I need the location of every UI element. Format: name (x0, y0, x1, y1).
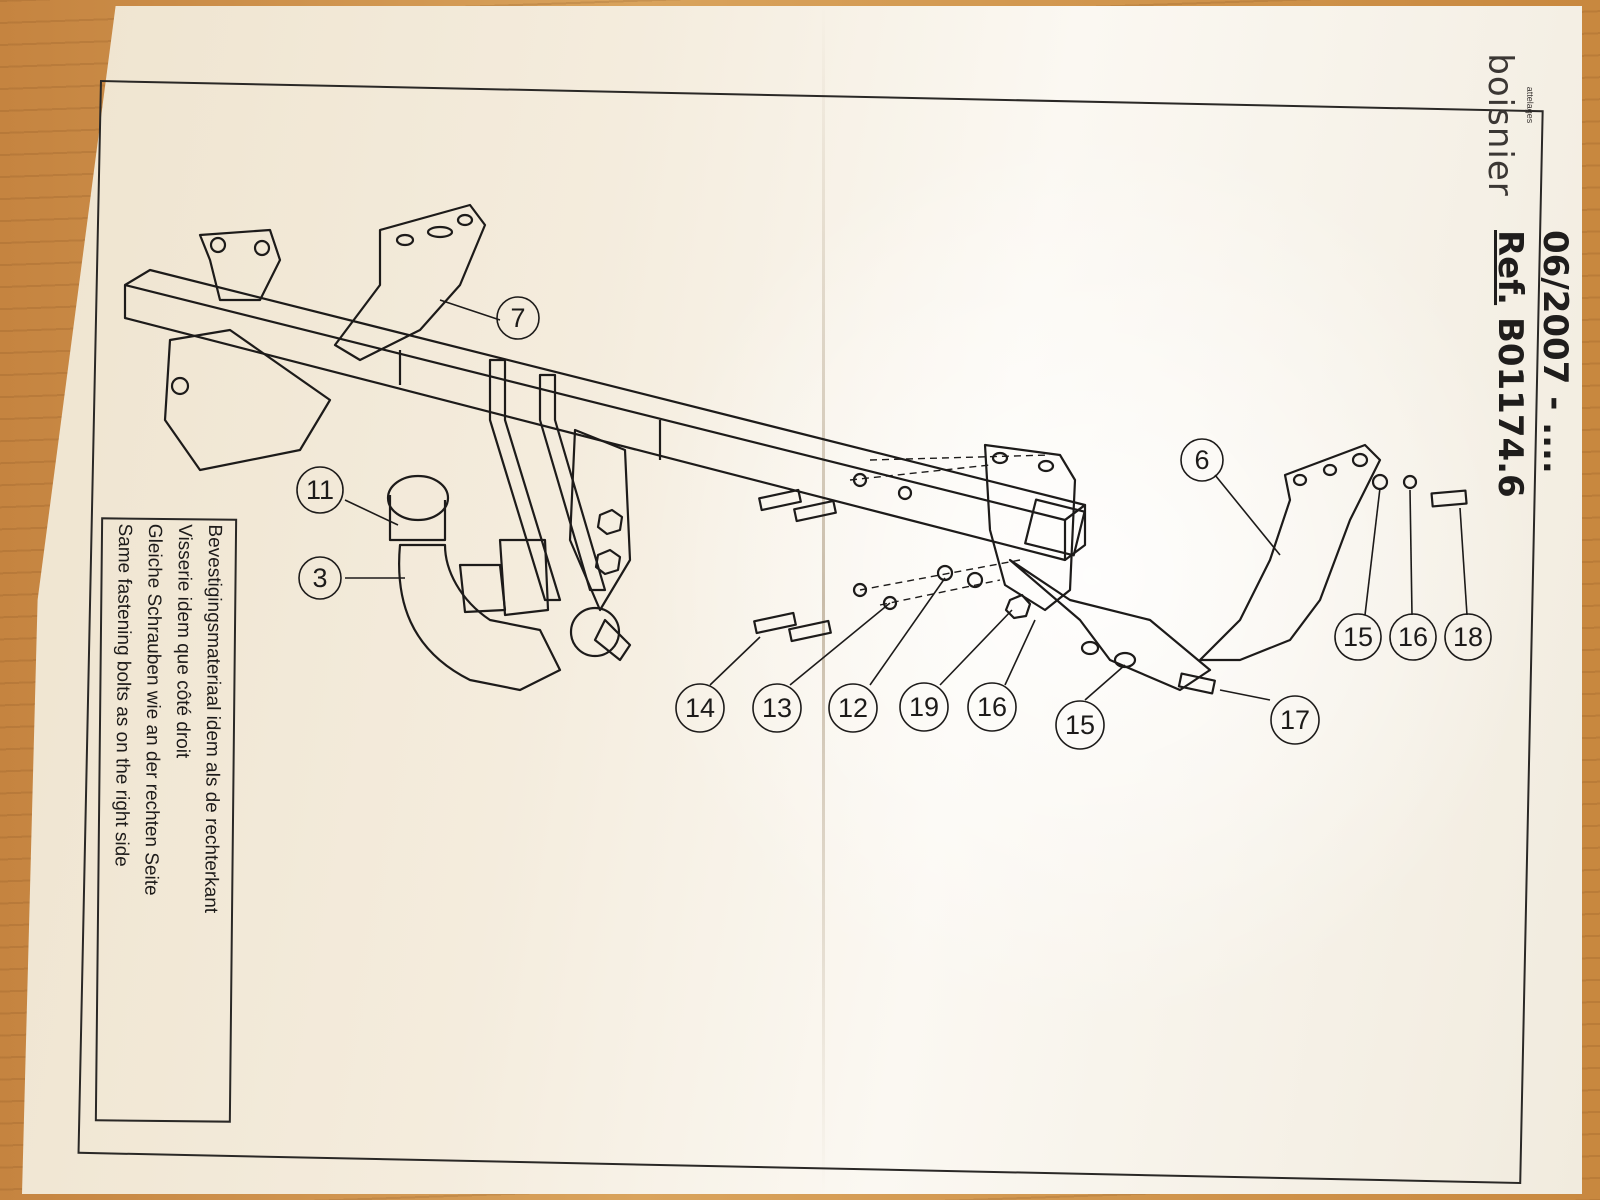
callout-13: 13 (752, 683, 802, 733)
callout-16-left: 16 (967, 682, 1017, 732)
callout-16-right: 16 (1389, 613, 1437, 661)
callout-12-label: 12 (838, 693, 868, 723)
callout-15-left: 15 (1055, 700, 1105, 750)
callout-19: 19 (899, 682, 949, 732)
callout-15-right-label: 15 (1343, 622, 1373, 652)
side-arm (1198, 443, 1382, 662)
callout-11: 11 (296, 466, 344, 514)
callout-16-left-label: 16 (977, 692, 1007, 722)
callout-19-label: 19 (909, 692, 939, 722)
paper-fold (822, 6, 825, 1194)
callout-16-right-label: 16 (1398, 622, 1428, 652)
callout-7: 7 (496, 296, 540, 340)
callout-6: 6 (1180, 438, 1224, 482)
callout-18: 18 (1444, 613, 1492, 661)
callout-18-label: 18 (1453, 622, 1483, 652)
bracket-left (163, 203, 487, 472)
callout-3: 3 (298, 556, 342, 600)
center-brackets (488, 358, 632, 612)
right-plate (983, 443, 1212, 692)
ball-and-neck (386, 474, 632, 692)
callout-14: 14 (675, 683, 725, 733)
callout-7-label: 7 (510, 303, 525, 333)
crossbar (123, 268, 1087, 562)
callout-6-label: 6 (1194, 445, 1209, 475)
callout-11-label: 11 (306, 475, 334, 505)
leader-lines (344, 299, 1468, 701)
callout-15-right: 15 (1334, 613, 1382, 661)
callout-17-label: 17 (1280, 705, 1310, 735)
fasteners (753, 454, 1468, 695)
callout-15-left-label: 15 (1065, 710, 1095, 740)
callout-13-label: 13 (762, 693, 792, 723)
callout-14-label: 14 (685, 693, 715, 723)
callout-3-label: 3 (312, 563, 327, 593)
callout-12: 12 (828, 683, 878, 733)
callout-17: 17 (1270, 695, 1320, 745)
